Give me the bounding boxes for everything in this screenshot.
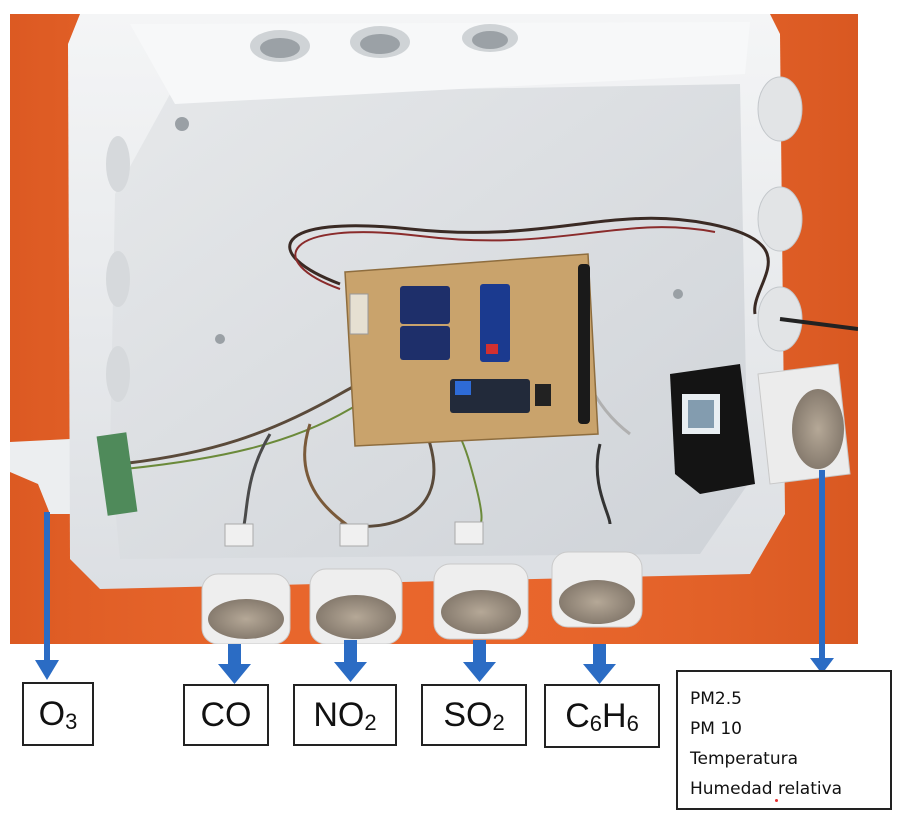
arrow-c6h6 — [583, 644, 616, 684]
label-co-main: CO — [200, 695, 252, 734]
red-mark — [775, 799, 778, 802]
pm-line-pm10: PM 10 — [690, 719, 742, 739]
label-so2-main: SO — [443, 695, 493, 734]
pm-line-temperatura: Temperatura — [690, 749, 799, 769]
label-no2-main: NO — [313, 695, 365, 734]
sensor-enclosure-photo — [10, 14, 858, 644]
label-c6h6-h: H — [602, 696, 627, 735]
label-pm-temp-humidity: PM2.5 PM 10 Temperatura Humedad relativa — [676, 670, 892, 810]
label-o3-main: O — [38, 694, 66, 733]
label-so2-sub: 2 — [492, 710, 505, 735]
label-c6h6-h-sub: 6 — [626, 711, 639, 736]
pm-line-humedad: Humedad relativa — [690, 779, 843, 799]
arrow-so2 — [463, 640, 496, 682]
label-c6h6-c: C — [565, 696, 590, 735]
pcb-board — [344, 253, 599, 447]
arrow-no2 — [334, 640, 367, 682]
label-o3-sub: 3 — [65, 709, 78, 734]
pm-line-pm25: PM2.5 — [690, 689, 742, 709]
label-no2-sub: 2 — [364, 710, 377, 735]
left-mount-tab — [10, 439, 72, 514]
bottom-sensor-caps — [201, 551, 643, 644]
arrow-co — [218, 644, 251, 684]
label-c6h6-c-sub: 6 — [589, 711, 602, 736]
label-co: CO — [183, 684, 269, 746]
